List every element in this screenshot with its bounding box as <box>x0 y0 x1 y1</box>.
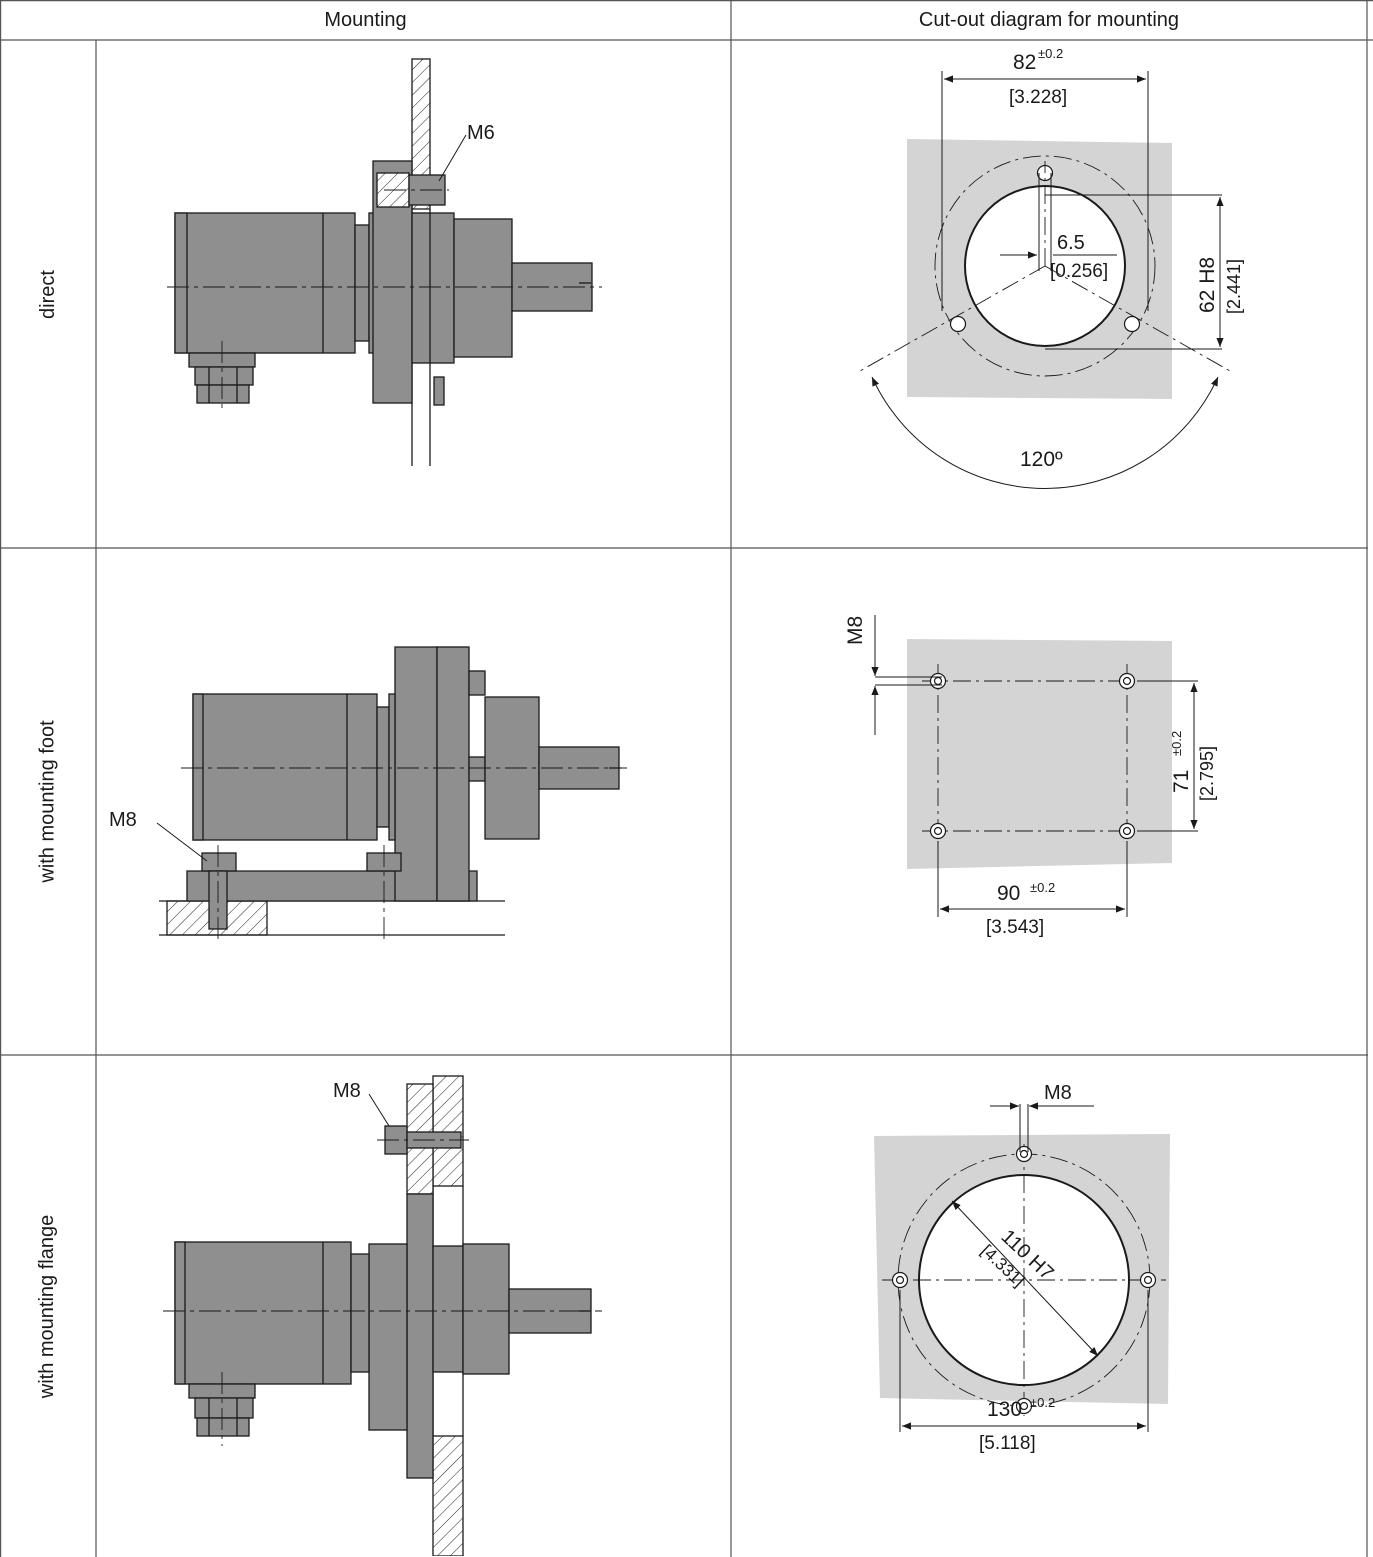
dim-90-inch: [3.543] <box>986 917 1044 938</box>
dim-m8-flange-hole: M8 <box>1044 1082 1072 1104</box>
cutout-mounting-foot: M8 71 ±0.2 [2.795] 90 ±0.2 [3.543] <box>844 615 1217 938</box>
cutout-direct-mounting: 82 ±0.2 [3.228] 6.5 [0.256] 62 H8 [2.441… <box>859 46 1244 489</box>
callout-m8-foot: M8 <box>109 809 137 831</box>
dim-6-5: 6.5 <box>1057 232 1085 254</box>
dim-130-inch: [5.118] <box>979 1433 1036 1454</box>
dim-90-tol: ±0.2 <box>1030 880 1055 895</box>
drawing-mounting-foot: M8 <box>109 646 627 939</box>
dim-71: 71 <box>1170 770 1193 793</box>
callout-m8-flange: M8 <box>333 1080 361 1102</box>
row-label-mounting-flange: with mounting flange <box>36 1214 59 1398</box>
dim-120-deg: 120º <box>1020 448 1063 471</box>
drawing-direct-mounting: M6 <box>167 58 602 466</box>
dim-62-h8-inch: [2.441] <box>1224 259 1244 314</box>
dim-82: 82 <box>1013 51 1036 74</box>
dim-71-tol: ±0.2 <box>1169 731 1184 756</box>
dim-82-tol: ±0.2 <box>1038 46 1063 61</box>
header-cutout-diagram: Cut-out diagram for mounting <box>918 9 1180 31</box>
row-label-mounting-foot: with mounting foot <box>36 720 59 883</box>
dim-62-h8: 62 H8 <box>1196 257 1219 313</box>
drawing-mounting-flange: M8 <box>163 1075 602 1556</box>
dim-130: 130 <box>987 1398 1022 1421</box>
dim-71-inch: [2.795] <box>1197 746 1217 801</box>
row-label-direct: direct <box>36 269 59 319</box>
dim-130-tol: ±0.2 <box>1030 1395 1055 1410</box>
callout-m6: M6 <box>467 122 495 144</box>
dim-m8-hole: M8 <box>844 616 867 645</box>
dim-82-inch: [3.228] <box>1009 87 1067 108</box>
dim-90: 90 <box>997 882 1020 905</box>
header-mounting: Mounting <box>324 9 407 31</box>
cutout-mounting-flange: M8 110 H7 [4.331] 130 ±0.2 [5.118] <box>874 1082 1170 1454</box>
dim-6-5-inch: [0.256] <box>1050 261 1108 282</box>
